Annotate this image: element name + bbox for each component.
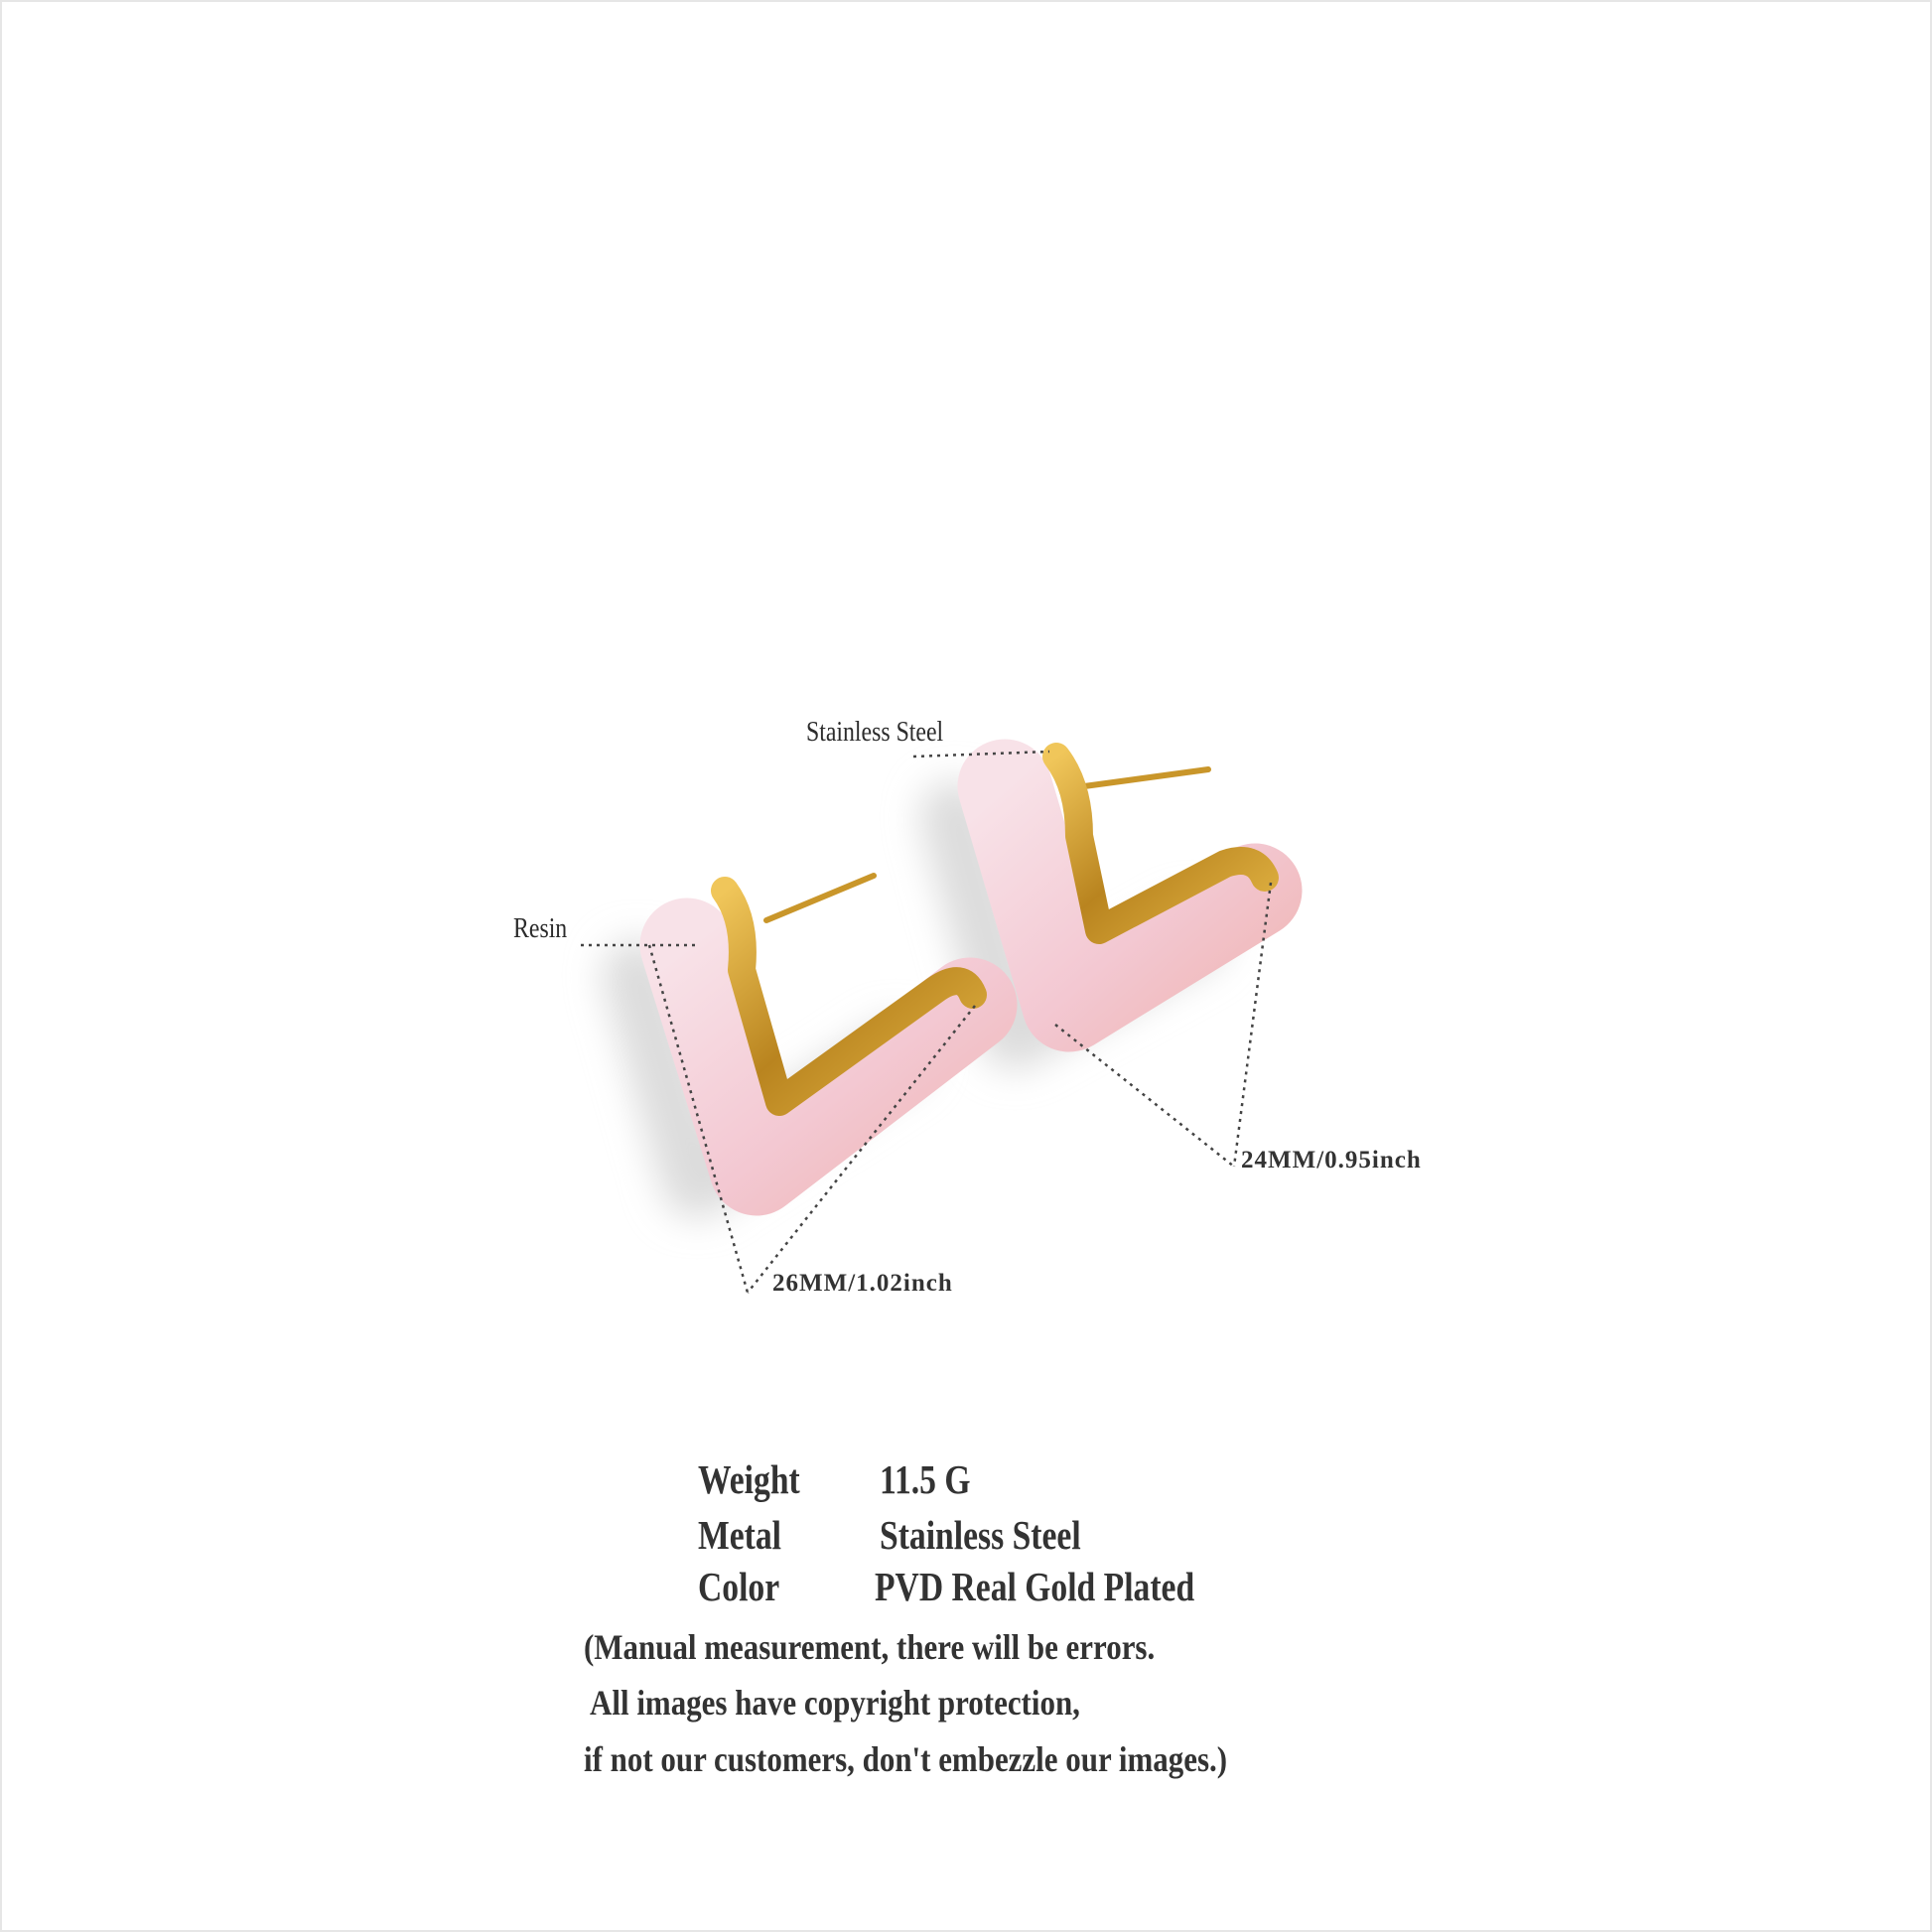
resin-callout: Resin xyxy=(513,913,568,944)
left-earring xyxy=(639,873,1018,1216)
spec-label-weight: Weight xyxy=(698,1456,800,1502)
spec-value-weight: 11.5 G xyxy=(880,1456,971,1502)
spec-value-metal: Stainless Steel xyxy=(880,1512,1081,1558)
right-earring xyxy=(957,739,1303,1052)
spec-label-metal: Metal xyxy=(698,1512,782,1558)
spec-value-color: PVD Real Gold Plated xyxy=(875,1564,1195,1609)
dimension-lines xyxy=(581,750,1273,1294)
spec-label-color: Color xyxy=(698,1564,780,1609)
disclaimer-line: (Manual measurement, there will be error… xyxy=(584,1627,1156,1667)
disclaimer-line: if not our customers, don't embezzle our… xyxy=(584,1739,1228,1779)
height-dimension-label: 26MM/1.02inch xyxy=(772,1270,953,1297)
metal-callout: Stainless Steel xyxy=(806,717,944,748)
disclaimer-line: All images have copyright protection, xyxy=(584,1683,1080,1723)
width-dimension-label: 24MM/0.95inch xyxy=(1241,1147,1422,1173)
